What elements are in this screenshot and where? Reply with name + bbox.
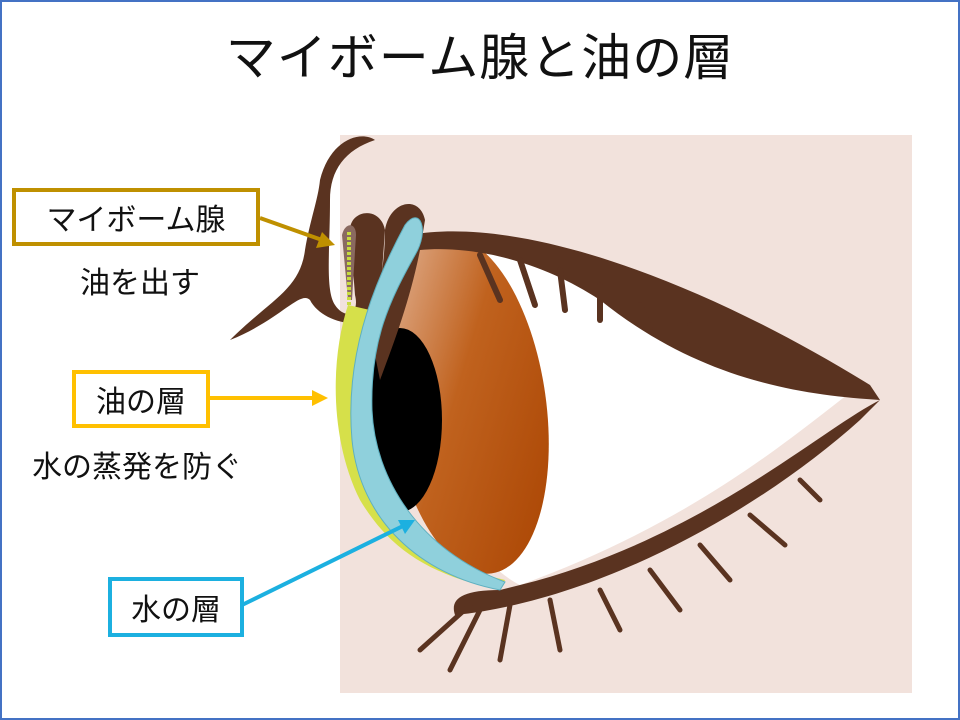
water-arrow xyxy=(241,520,415,607)
meibomian-label: マイボーム腺 xyxy=(12,188,260,246)
upper-lashes xyxy=(477,252,703,348)
water-layer-label-text: 水の層 xyxy=(131,593,221,628)
meibomian-arrow xyxy=(259,216,335,248)
oil-layer-label-text: 油の層 xyxy=(96,385,186,420)
oil-layer-description: 水の蒸発を防ぐ xyxy=(32,450,242,485)
meibomian-description: 油を出す xyxy=(80,266,200,301)
oil-layer xyxy=(335,305,505,590)
oil-arrow xyxy=(208,390,328,406)
tear-film xyxy=(350,217,506,591)
oil-layer-label: 油の層 xyxy=(72,370,210,428)
lower-lashes xyxy=(417,477,823,673)
slide-title: マイボーム腺と油の層 xyxy=(225,29,735,87)
lid-fold xyxy=(230,136,385,340)
lower-eyelid xyxy=(453,400,880,615)
meibomian-label-text: マイボーム腺 xyxy=(46,203,226,238)
water-layer-label: 水の層 xyxy=(108,577,244,637)
iris xyxy=(387,236,549,574)
